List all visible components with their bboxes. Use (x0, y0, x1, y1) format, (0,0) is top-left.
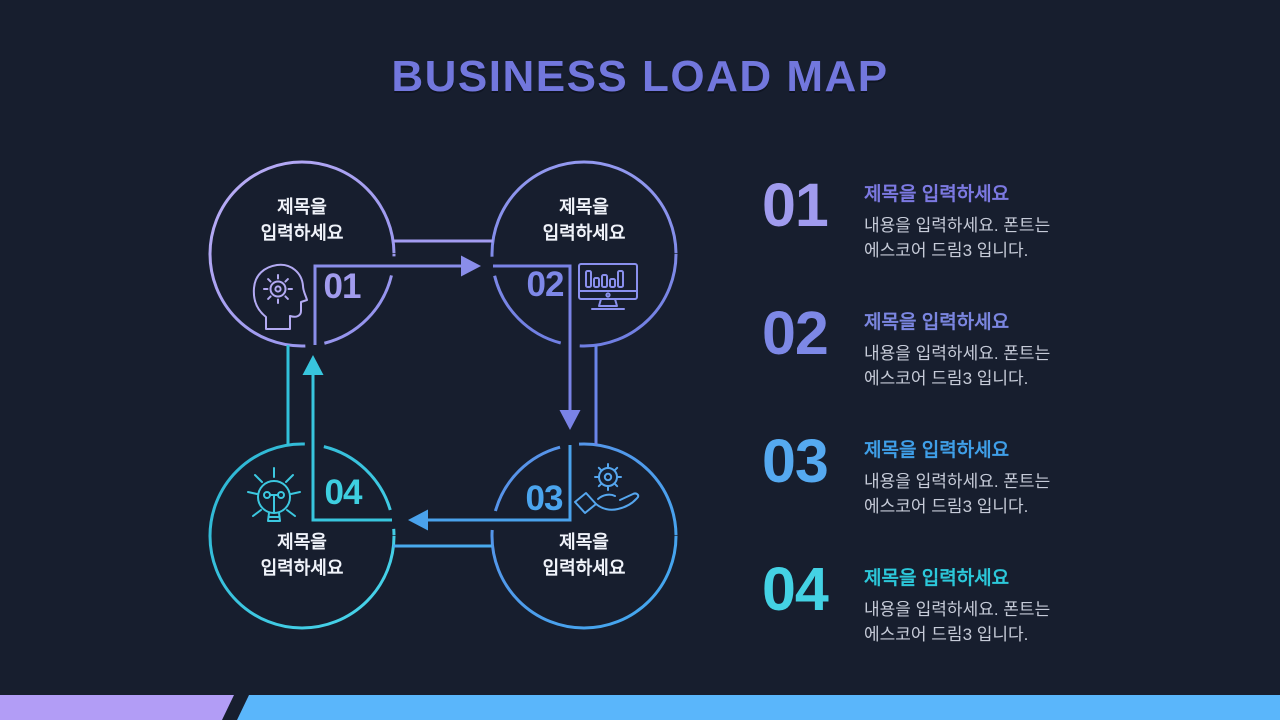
step-02-label-line1: 제목을 (559, 197, 609, 217)
item-03-body-line2: 에스코어 드림3 입니다. (864, 497, 1029, 516)
lightbulb-icon (247, 467, 301, 522)
step-03-label-line1: 제목을 (559, 532, 609, 552)
item-01-body-line1: 내용을 입력하세요. 폰트는 (864, 216, 1051, 235)
item-01-title: 제목을 입력하세요 (864, 184, 1010, 205)
arrow-01-to-02 (313, 255, 481, 345)
item-02-body-line2: 에스코어 드림3 입니다. (864, 369, 1029, 388)
step-description-list: 01 제목을 입력하세요 내용을 입력하세요. 폰트는 에스코어 드림3 입니다… (762, 171, 1092, 688)
gear-teeth (594, 463, 622, 491)
arrowhead-down-icon (559, 410, 581, 430)
step-03-label-line2: 입력하세요 (542, 558, 626, 578)
item-03-number: 03 (762, 427, 829, 495)
step-02-label: 제목을 입력하세요 (494, 194, 674, 246)
arrowhead-left-icon (408, 509, 428, 531)
item-02-body-line1: 내용을 입력하세요. 폰트는 (864, 344, 1051, 363)
footer-accent-bars (0, 695, 1280, 720)
item-03-body: 내용을 입력하세요. 폰트는 에스코어 드림3 입니다. (864, 469, 1050, 519)
arrow-03-to-04 (408, 445, 572, 531)
step-04-label-line2: 입력하세요 (260, 558, 344, 578)
item-01-text: 제목을 입력하세요 내용을 입력하세요. 폰트는 에스코어 드림3 입니다. (864, 176, 1050, 263)
item-04-body-line1: 내용을 입력하세요. 폰트는 (864, 600, 1051, 619)
step-04-number: 04 (324, 473, 363, 512)
item-03-text: 제목을 입력하세요 내용을 입력하세요. 폰트는 에스코어 드림3 입니다. (864, 432, 1050, 519)
item-03-title: 제목을 입력하세요 (864, 440, 1010, 461)
list-item: 01 제목을 입력하세요 내용을 입력하세요. 폰트는 에스코어 드림3 입니다… (762, 171, 1092, 263)
monitor-chart-icon (578, 263, 638, 310)
step-01-label-line1: 제목을 (277, 197, 327, 217)
list-item: 02 제목을 입력하세요 내용을 입력하세요. 폰트는 에스코어 드림3 입니다… (762, 299, 1092, 391)
item-01-body: 내용을 입력하세요. 폰트는 에스코어 드림3 입니다. (864, 213, 1050, 263)
page-title: BUSINESS LOAD MAP (391, 52, 889, 101)
rays (247, 467, 301, 517)
item-03-body-line1: 내용을 입력하세요. 폰트는 (864, 472, 1051, 491)
step-01-label-line2: 입력하세요 (260, 223, 344, 243)
step-03-number: 03 (525, 479, 564, 518)
step-02-label-line2: 입력하세요 (542, 223, 626, 243)
item-04-body: 내용을 입력하세요. 폰트는 에스코어 드림3 입니다. (864, 597, 1050, 647)
list-item: 03 제목을 입력하세요 내용을 입력하세요. 폰트는 에스코어 드림3 입니다… (762, 427, 1092, 519)
item-02-body: 내용을 입력하세요. 폰트는 에스코어 드림3 입니다. (864, 341, 1050, 391)
list-item: 04 제목을 입력하세요 내용을 입력하세요. 폰트는 에스코어 드림3 입니다… (762, 555, 1092, 647)
step-circle-04 (208, 442, 396, 630)
item-02-text: 제목을 입력하세요 내용을 입력하세요. 폰트는 에스코어 드림3 입니다. (864, 304, 1050, 391)
arrowhead-right-icon (461, 255, 481, 277)
bridge-lines (286, 239, 598, 548)
step-03-label: 제목을 입력하세요 (494, 529, 674, 581)
footer-blue-bar (237, 695, 1280, 720)
step-circle-02 (490, 160, 678, 348)
item-01-body-line2: 에스코어 드림3 입니다. (864, 241, 1029, 260)
gear-teeth (263, 274, 293, 304)
step-04-label-line1: 제목을 (277, 532, 327, 552)
step-circle-03 (490, 442, 678, 630)
step-04-label: 제목을 입력하세요 (212, 529, 392, 581)
hand-gear-icon (574, 463, 640, 514)
step-circle-01 (208, 160, 396, 348)
head-gear-icon (252, 263, 308, 330)
item-01-number: 01 (762, 171, 829, 239)
item-04-number: 04 (762, 555, 829, 623)
arrowhead-up-icon (302, 355, 324, 375)
step-01-label: 제목을 입력하세요 (212, 194, 392, 246)
step-01-number: 01 (323, 267, 362, 306)
item-04-body-line2: 에스코어 드림3 입니다. (864, 625, 1029, 644)
item-04-text: 제목을 입력하세요 내용을 입력하세요. 폰트는 에스코어 드림3 입니다. (864, 560, 1050, 647)
item-04-title: 제목을 입력하세요 (864, 568, 1010, 589)
step-02-number: 02 (526, 265, 565, 304)
item-02-title: 제목을 입력하세요 (864, 312, 1010, 333)
arrow-04-to-01 (302, 355, 392, 522)
footer-purple-bar (0, 695, 234, 720)
item-02-number: 02 (762, 299, 829, 367)
arrow-02-to-03 (493, 264, 581, 430)
